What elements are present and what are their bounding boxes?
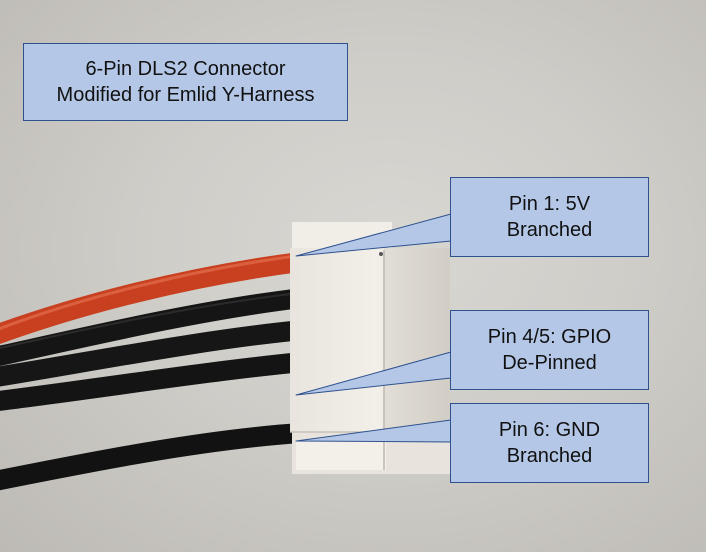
- pin1-status: Branched: [506, 219, 593, 241]
- pin6-label: Pin 6: GND: [498, 419, 601, 441]
- title-label: 6-Pin DLS2 Connector Modified for Emlid …: [23, 43, 348, 121]
- pin45-status: De-Pinned: [502, 352, 597, 374]
- black-wire: [0, 320, 303, 387]
- black-wire-bottom: [0, 423, 310, 491]
- red-wire-highlight: [0, 254, 297, 331]
- pin45-callout: Pin 4/5: GPIO De-Pinned: [450, 310, 649, 390]
- title-line1: 6-Pin DLS2 Connector: [85, 58, 286, 80]
- black-wire: [0, 352, 303, 411]
- pin6-status: Branched: [506, 445, 593, 467]
- black-wire-highlight: [0, 292, 301, 349]
- title-line2: Modified for Emlid Y-Harness: [56, 84, 315, 106]
- pin6-callout: Pin 6: GND Branched: [450, 403, 649, 483]
- pin1-callout: Pin 1: 5V Branched: [450, 177, 649, 257]
- black-wire: [0, 288, 304, 367]
- red-wire: [0, 252, 302, 345]
- wires: [0, 252, 310, 491]
- pin1-label: Pin 1: 5V: [508, 193, 591, 215]
- pin45-label: Pin 4/5: GPIO: [487, 326, 612, 348]
